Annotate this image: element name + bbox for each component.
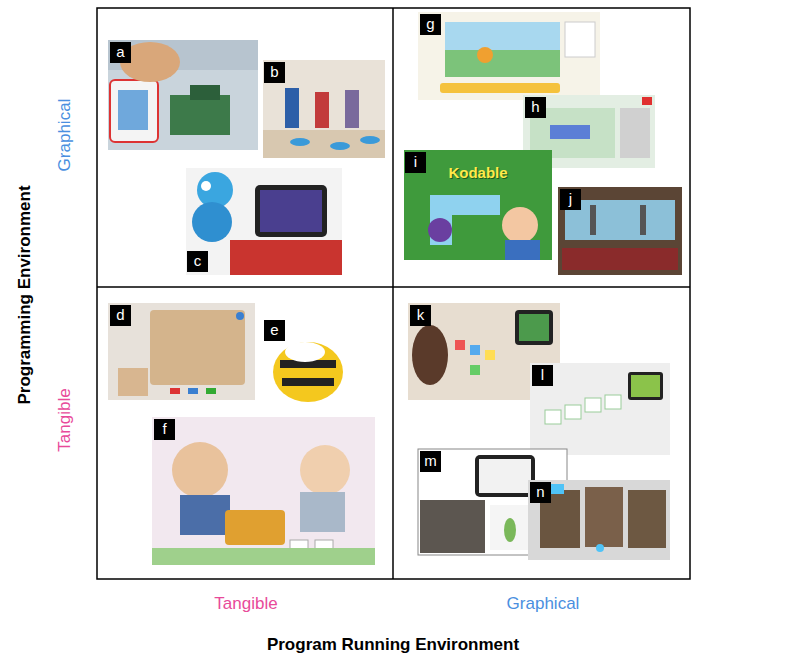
callout-letter-text: b	[264, 62, 285, 82]
callout-letter-text: h	[525, 97, 546, 117]
axis-label: Program Running Environment	[267, 635, 519, 655]
callout-letter: g	[420, 14, 441, 35]
grid-line	[392, 8, 394, 579]
axis-label: Graphical	[55, 99, 75, 172]
callout-letter-text: i	[405, 152, 426, 172]
callout-letter: h	[525, 97, 546, 118]
photo	[186, 168, 342, 275]
photo	[263, 60, 385, 158]
callout-letter: f	[154, 419, 175, 440]
photo	[530, 363, 670, 455]
callout-letter: e	[264, 320, 285, 341]
photo	[528, 480, 670, 560]
photo	[152, 417, 375, 565]
axis-label: Tangible	[214, 594, 277, 614]
axis-label: Programming Environment	[15, 185, 35, 404]
grid-line	[97, 286, 690, 288]
callout-letter: i	[405, 152, 426, 173]
callout-letter-text: e	[264, 320, 285, 340]
photo	[108, 303, 255, 400]
photo	[273, 342, 343, 402]
callout-letter: n	[530, 482, 551, 503]
callout-letter-text: d	[110, 305, 131, 325]
photo	[418, 12, 600, 100]
photo	[408, 303, 560, 400]
callout-letter-text: a	[110, 42, 131, 62]
callout-letter-text: j	[560, 189, 581, 209]
callout-letter: d	[110, 305, 131, 326]
screen-text: Kodable	[448, 164, 507, 181]
photo	[108, 40, 258, 150]
callout-letter-text: n	[530, 482, 551, 502]
callout-letter-text: l	[532, 365, 553, 385]
callout-letter: k	[410, 305, 431, 326]
callout-letter: b	[264, 62, 285, 83]
quadrant-frame	[97, 8, 690, 579]
axis-label: Graphical	[507, 594, 580, 614]
callout-letter-text: f	[154, 419, 175, 439]
callout-letter: m	[420, 451, 441, 472]
callout-letter: a	[110, 42, 131, 63]
callout-letter-text: m	[420, 451, 441, 471]
callout-letter-text: k	[410, 305, 431, 325]
callout-letter: c	[187, 251, 208, 272]
callout-letter-text: g	[420, 14, 441, 34]
axis-label: Tangible	[55, 388, 75, 451]
callout-letter-text: c	[187, 251, 208, 271]
photo	[558, 187, 682, 275]
callout-letter: j	[560, 189, 581, 210]
callout-letter: l	[532, 365, 553, 386]
photo	[404, 150, 552, 260]
